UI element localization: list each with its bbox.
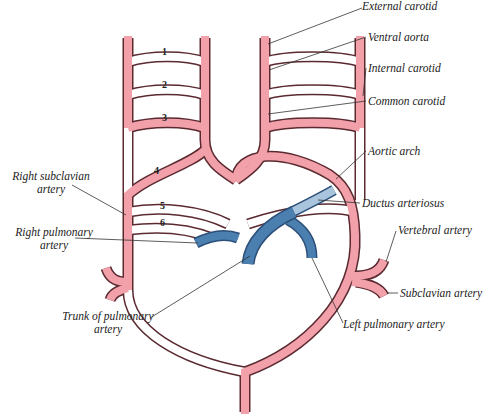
callout-number: 3 bbox=[162, 111, 167, 124]
part-label: Right subclavian artery bbox=[2, 170, 100, 196]
part-label: Ventral aorta bbox=[368, 31, 429, 44]
part-label: Internal carotid bbox=[368, 62, 441, 75]
part-label: Left pulmonary artery bbox=[343, 318, 445, 331]
callout-number: 6 bbox=[160, 216, 165, 229]
leader-lines bbox=[72, 8, 398, 323]
part-label: Vertebral artery bbox=[398, 224, 472, 237]
callout-number: 1 bbox=[162, 45, 167, 58]
part-label: Ductus arteriosus bbox=[362, 197, 444, 210]
part-label: Subclavian artery bbox=[400, 287, 482, 300]
part-label: Right pulmonary artery bbox=[8, 226, 100, 252]
part-label: Common carotid bbox=[368, 95, 445, 108]
callout-number: 4 bbox=[154, 164, 159, 177]
part-label: External carotid bbox=[362, 0, 437, 13]
part-label: Trunk of pulmonary artery bbox=[52, 310, 164, 336]
vessel-outlines bbox=[106, 38, 384, 412]
callout-number: 5 bbox=[160, 199, 165, 212]
callout-number: 2 bbox=[162, 78, 167, 91]
part-label: Aortic arch bbox=[368, 145, 420, 158]
persisting-arteries bbox=[106, 36, 384, 414]
pulmonary-vessels bbox=[196, 190, 334, 264]
